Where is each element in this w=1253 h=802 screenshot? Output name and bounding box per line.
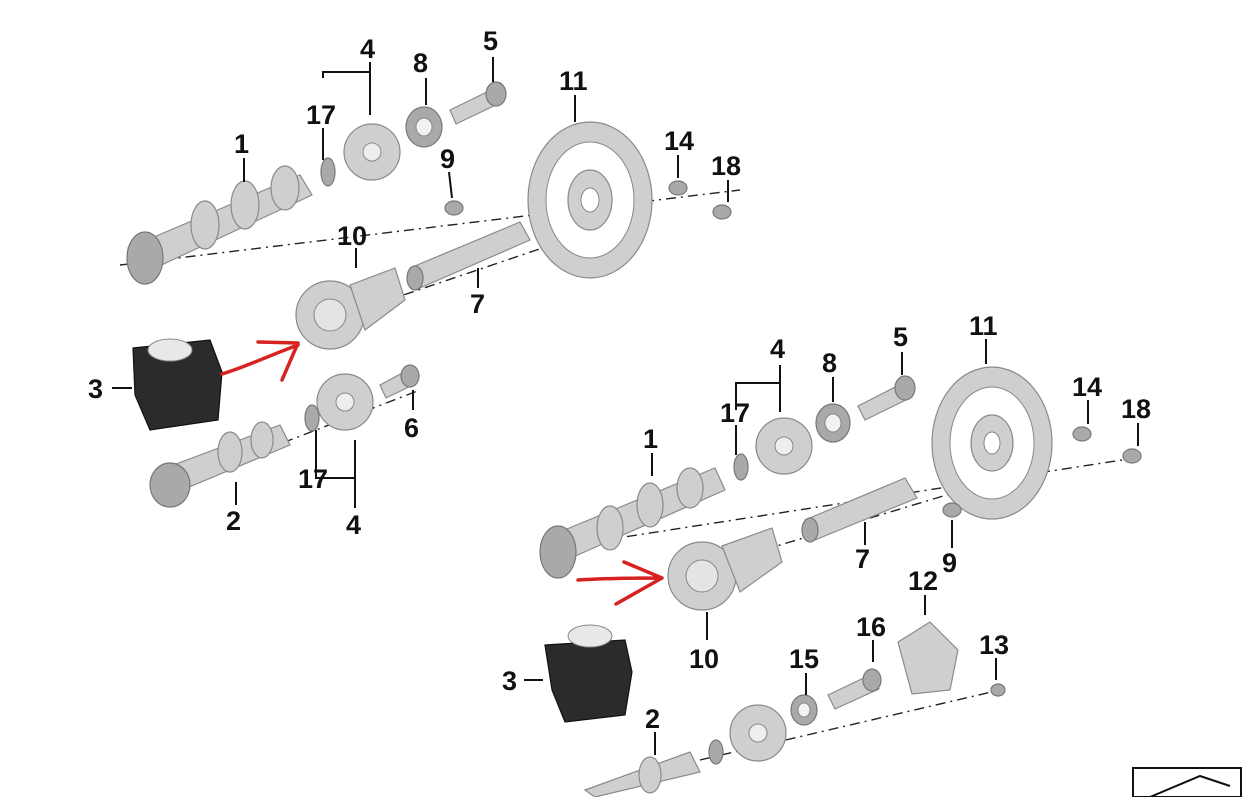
bolt-part	[827, 668, 882, 710]
washer-part	[304, 404, 320, 432]
shaft-part	[406, 221, 531, 291]
ring-gear-part	[527, 121, 653, 279]
part-label-8: 8	[413, 48, 428, 78]
assembly-a: 4 8 5 11 17 1 9 14 18 10 7 3 6 17 2 4	[88, 26, 741, 540]
toolbox-icon	[1132, 767, 1242, 798]
red-arrow-icon	[576, 560, 664, 606]
actuator-motor-part	[544, 624, 633, 723]
part-label-12: 12	[908, 566, 938, 596]
leader-line	[448, 171, 453, 199]
part-label-17: 17	[298, 464, 328, 494]
screw-part	[1122, 448, 1142, 464]
screw-part	[668, 180, 688, 196]
axis-line	[539, 457, 1136, 551]
part-label-2: 2	[226, 506, 241, 536]
part-label-5: 5	[483, 26, 498, 56]
sprocket-part	[316, 373, 374, 431]
leader-line	[735, 365, 781, 412]
part-label-4: 4	[346, 510, 361, 540]
part-label-5: 5	[893, 322, 908, 352]
camshaft-part	[539, 467, 726, 579]
washer-part	[708, 739, 724, 765]
red-arrow-icon	[220, 340, 300, 382]
part-label-11: 11	[969, 311, 998, 341]
screw-part	[942, 502, 962, 518]
sensor-wheel-part	[897, 621, 959, 695]
washer-part	[733, 453, 749, 481]
bearing-part	[790, 694, 818, 726]
part-label-10: 10	[337, 221, 367, 251]
part-label-17: 17	[720, 398, 750, 428]
bolt-part	[449, 81, 507, 125]
part-label-4: 4	[360, 34, 375, 64]
part-label-4: 4	[770, 334, 785, 364]
bolt-part	[857, 375, 916, 421]
part-label-18: 18	[711, 151, 741, 181]
gear-actuator-part	[295, 267, 406, 350]
screw-part	[1072, 426, 1092, 442]
sprocket-part	[755, 417, 813, 475]
screw-part	[990, 683, 1006, 697]
screw-part	[712, 204, 732, 220]
part-label-17: 17	[306, 100, 336, 130]
part-label-10: 10	[689, 644, 719, 674]
part-label-11: 11	[559, 66, 588, 96]
washer-part	[320, 157, 336, 187]
part-label-3: 3	[502, 666, 517, 696]
part-label-1: 1	[234, 129, 249, 159]
screw-part	[444, 200, 464, 216]
part-label-13: 13	[979, 630, 1009, 660]
part-label-7: 7	[470, 289, 485, 319]
part-label-16: 16	[856, 612, 886, 642]
shaft-part	[801, 477, 918, 543]
actuator-motor-part	[132, 338, 223, 431]
bolt-part	[379, 364, 420, 399]
part-label-7: 7	[855, 544, 870, 574]
leader-line	[315, 430, 356, 508]
axis-line	[119, 189, 741, 266]
part-label-14: 14	[1072, 372, 1102, 402]
part-label-1: 1	[643, 424, 658, 454]
sprocket-part	[343, 123, 401, 181]
bearing-part	[405, 106, 443, 148]
bearing-part	[815, 403, 851, 443]
part-label-14: 14	[664, 126, 694, 156]
assembly-b: 4 8 5 11 14 18 17 1 7 9 12 16 13 15 10 3…	[502, 311, 1151, 798]
ring-gear-part	[931, 366, 1053, 520]
camshaft-part	[126, 165, 313, 285]
part-label-9: 9	[440, 144, 455, 174]
part-label-6: 6	[404, 413, 419, 443]
sprocket-part	[729, 704, 787, 762]
part-label-3: 3	[88, 374, 103, 404]
camshaft-part	[149, 421, 291, 508]
part-label-2: 2	[645, 704, 660, 734]
part-label-9: 9	[942, 548, 957, 578]
part-label-18: 18	[1121, 394, 1151, 424]
part-label-8: 8	[822, 348, 837, 378]
leader-line	[322, 62, 371, 115]
camshaft-part	[583, 751, 701, 798]
part-label-15: 15	[789, 644, 819, 674]
gear-actuator-part	[667, 527, 783, 611]
